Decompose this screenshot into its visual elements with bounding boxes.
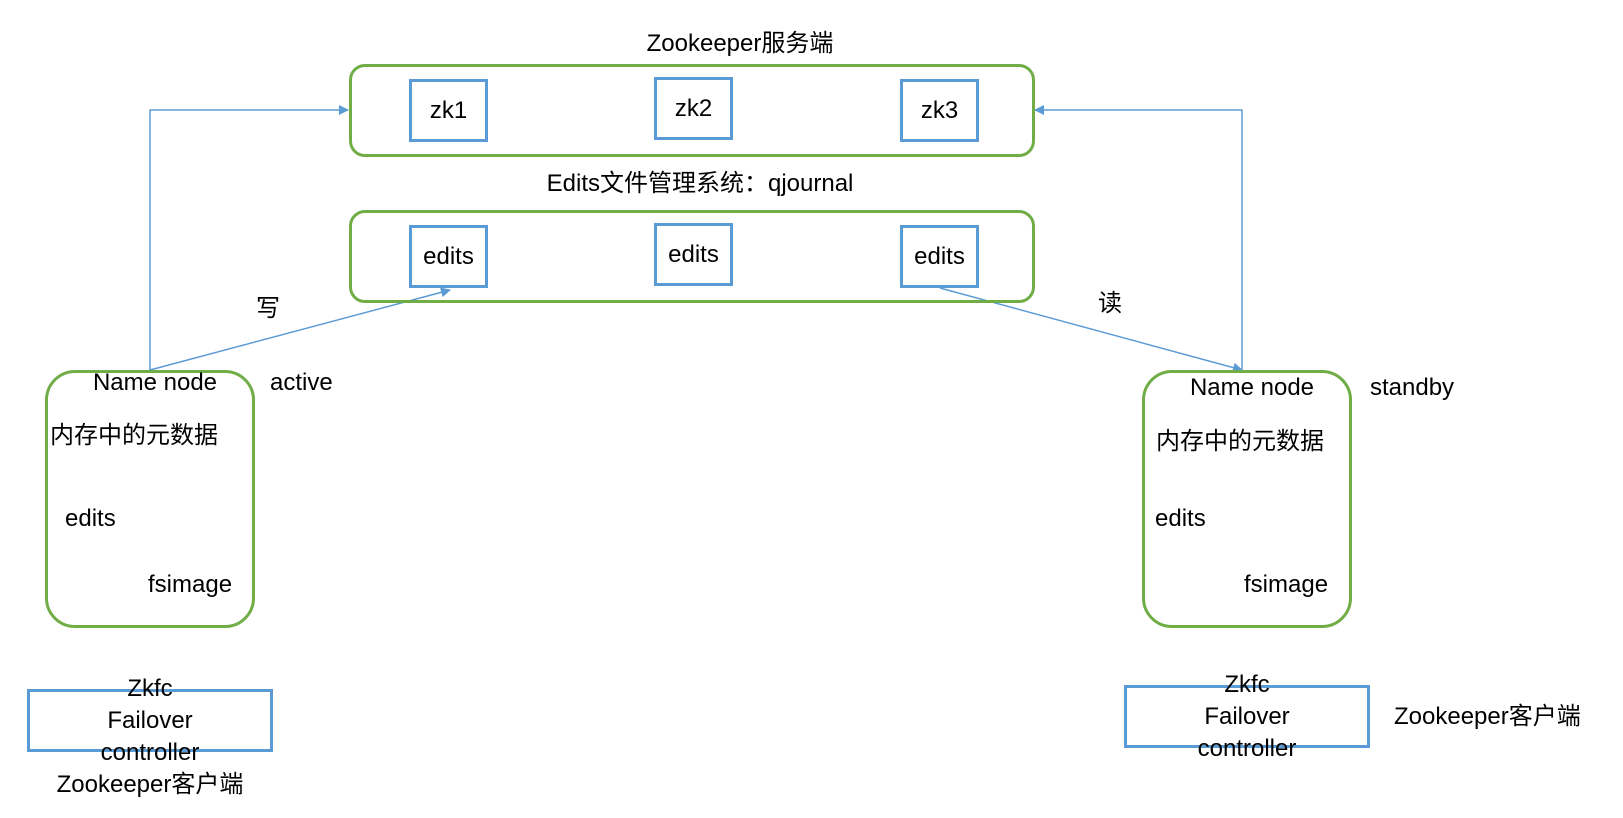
journal-node-3: edits [900, 225, 979, 288]
zk-cluster-container [349, 64, 1035, 157]
zkfc-right-line2: Failover [1204, 703, 1290, 730]
journal-title: Edits文件管理系统：qjournal [546, 170, 854, 197]
namenode-active-state: active [270, 369, 333, 396]
zkfc-right-line1: Zkfc [1224, 671, 1270, 698]
namenode-active-fsimage: fsimage [148, 571, 233, 598]
active-to-zk-arrow [149, 105, 349, 370]
zkfc-left-line3: controller [100, 739, 200, 766]
zk-node-2-label: zk2 [674, 95, 713, 122]
journal-node-1-label: edits [423, 243, 474, 270]
write-label: 写 [256, 295, 280, 322]
namenode-standby [1142, 370, 1352, 628]
namenode-active-edits: edits [65, 505, 116, 532]
namenode-active-metadata: 内存中的元数据 [50, 422, 218, 449]
zk-node-3: zk3 [900, 79, 979, 142]
journal-node-3-label: edits [914, 243, 965, 270]
zkfc-right-line3: controller [1197, 735, 1297, 762]
zkfc-left-line1: Zkfc [127, 675, 173, 702]
zkfc-left-client: Zookeeper客户端 [56, 771, 244, 798]
zk-node-3-label: zk3 [920, 97, 959, 124]
journal-node-2-label: edits [668, 241, 719, 268]
zk-cluster-title: Zookeeper服务端 [646, 30, 834, 57]
zk-node-1: zk1 [409, 79, 488, 142]
zkfc-right-box [1124, 685, 1370, 748]
namenode-standby-fsimage: fsimage [1244, 571, 1329, 598]
zk-node-1-label: zk1 [429, 97, 468, 124]
journal-container [349, 210, 1035, 303]
namenode-standby-edits: edits [1155, 505, 1206, 532]
zkfc-left-box [27, 689, 273, 752]
namenode-active-title: Name node [92, 369, 218, 396]
write-edits-arrow [149, 287, 451, 371]
namenode-standby-state: standby [1370, 374, 1455, 401]
zkfc-left-line2: Failover [107, 707, 193, 734]
standby-to-zk-arrow [1034, 105, 1243, 370]
read-label: 读 [1098, 290, 1122, 317]
namenode-standby-title: Name node [1189, 374, 1315, 401]
namenode-standby-metadata: 内存中的元数据 [1156, 428, 1324, 455]
zk-node-2: zk2 [654, 77, 733, 140]
journal-node-1: edits [409, 225, 488, 288]
journal-node-2: edits [654, 223, 733, 286]
zkfc-right-client: Zookeeper客户端 [1394, 703, 1581, 730]
namenode-active [45, 370, 255, 628]
